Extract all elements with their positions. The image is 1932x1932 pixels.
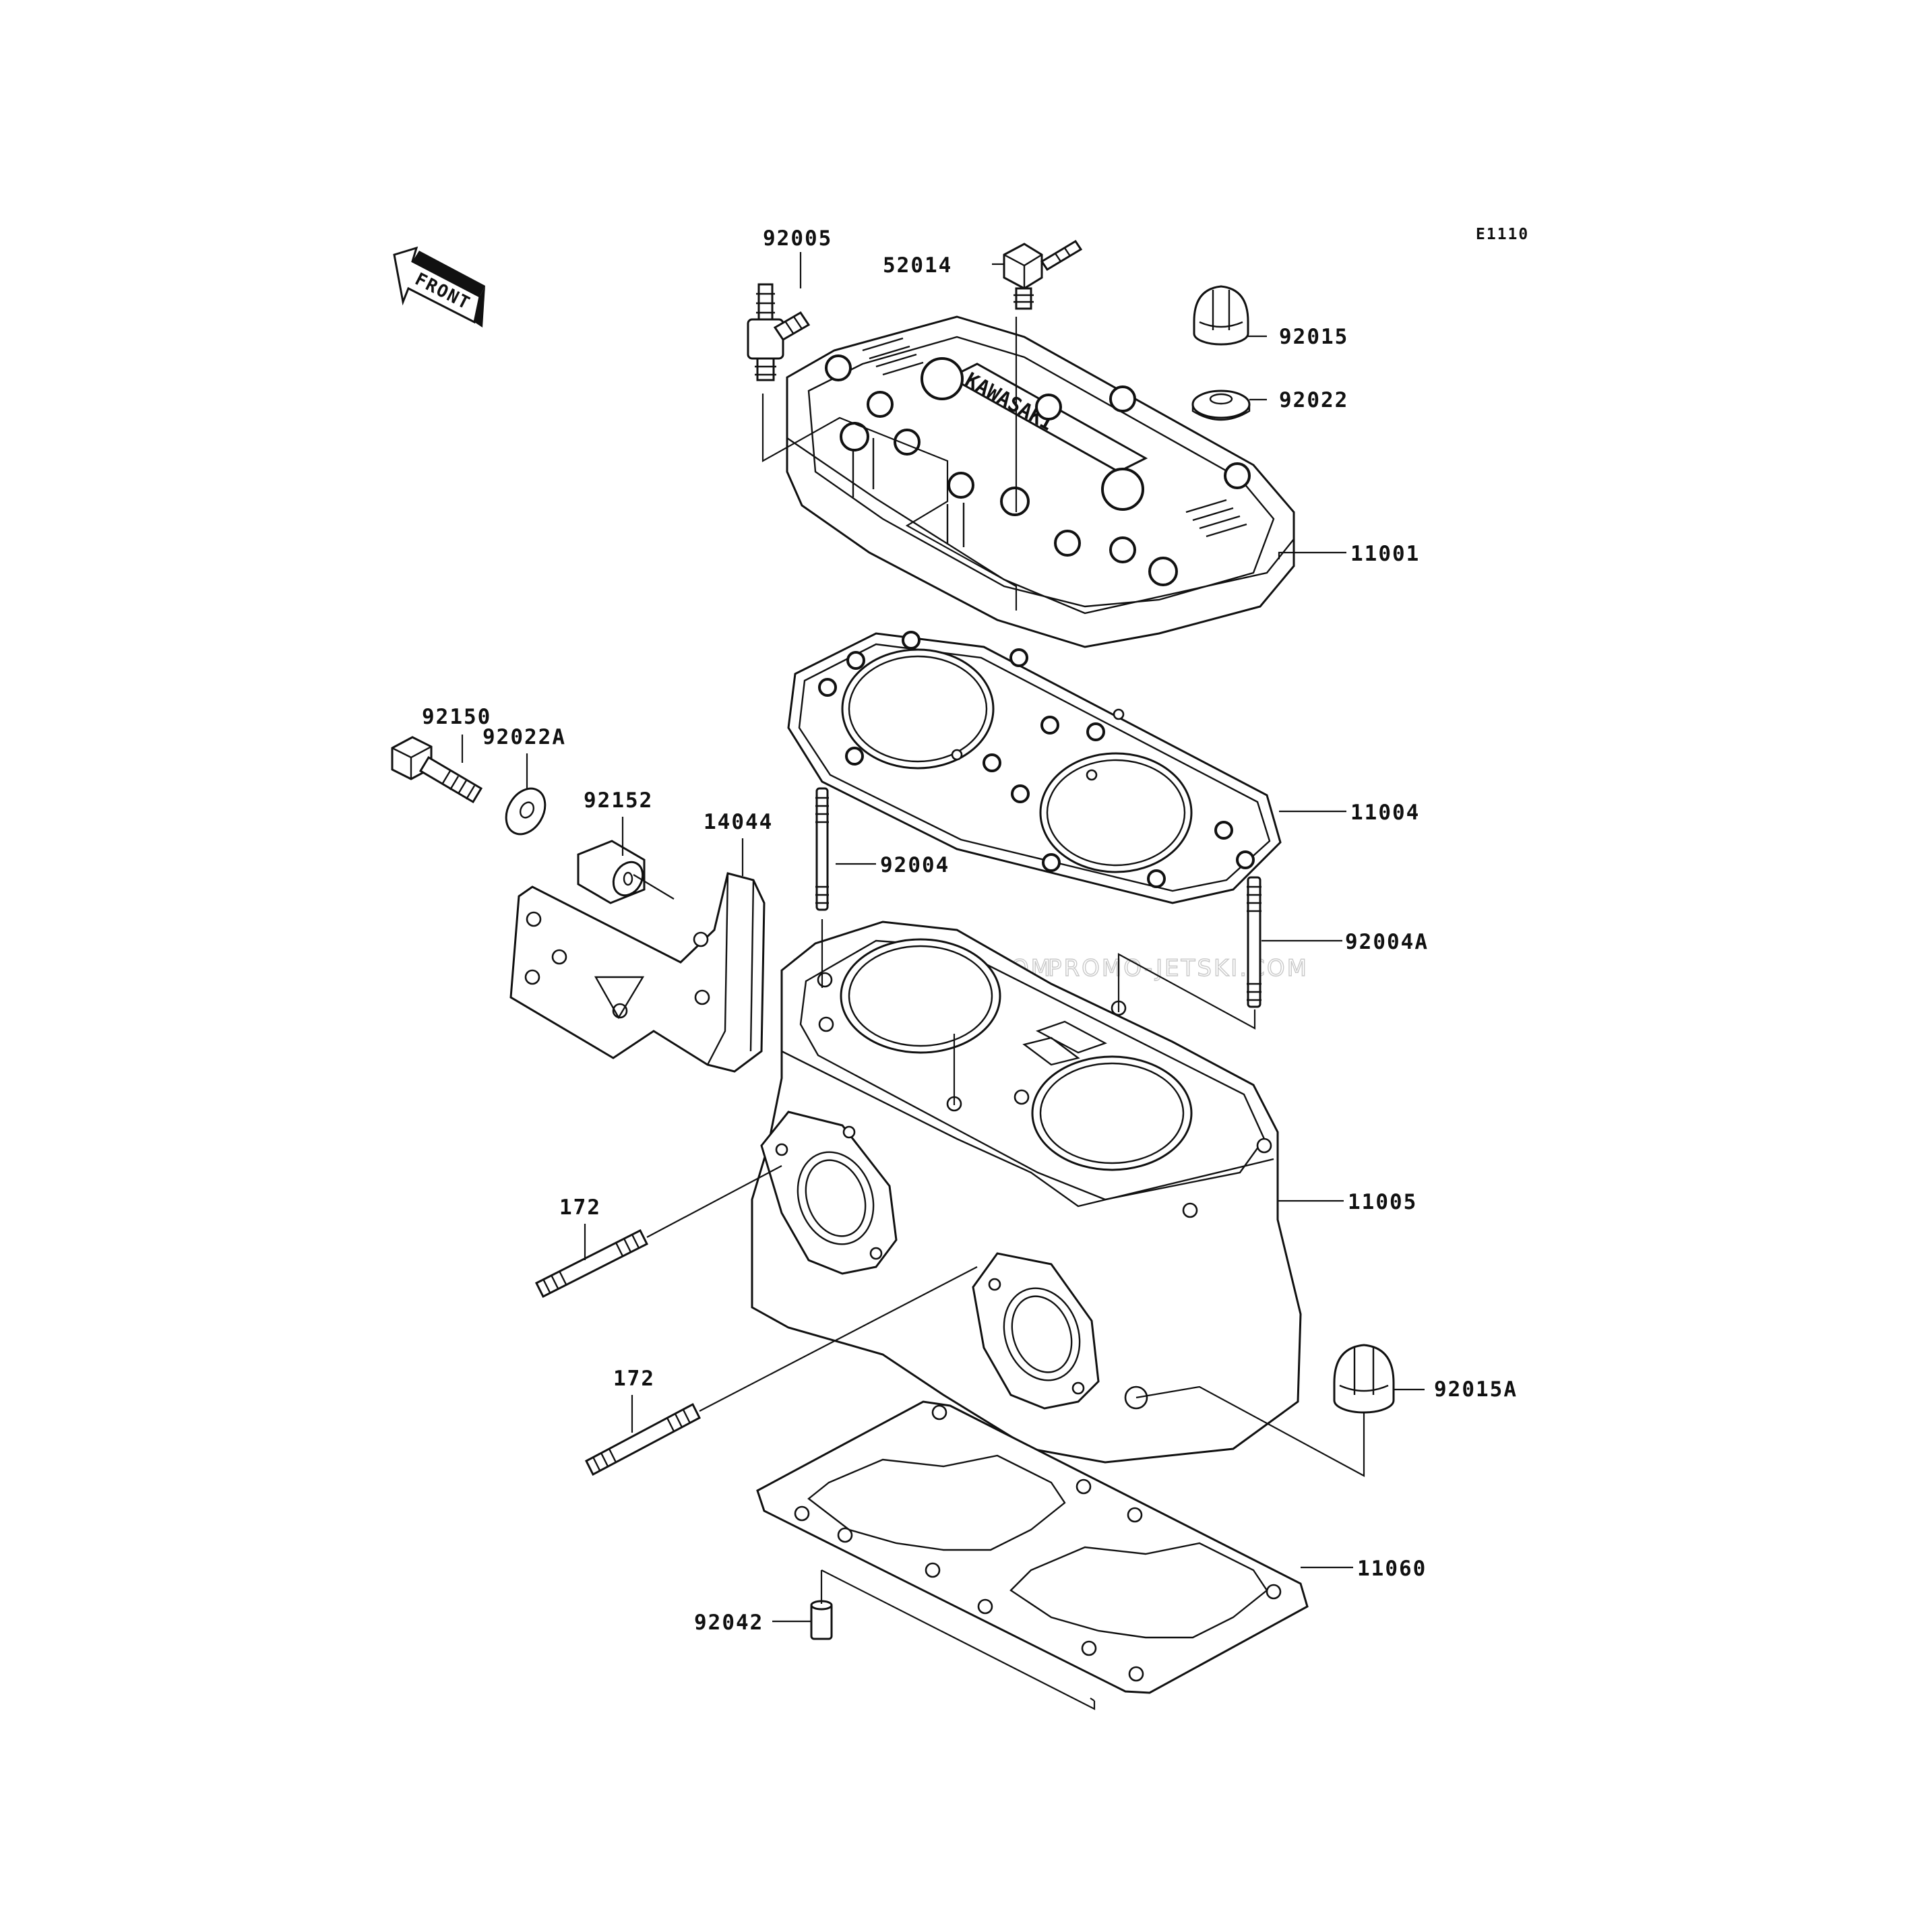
part-label-11001[interactable]: 11001: [1350, 542, 1420, 566]
cylinder-head-11001: KAWASAKI: [786, 315, 1295, 648]
part-labels: 92005 52014 92015 92022 11001 92150 9202…: [422, 226, 1518, 1635]
part-label-11004[interactable]: 11004: [1350, 801, 1420, 825]
stud-92004a: [1247, 876, 1261, 1008]
bolt-92150: [391, 736, 483, 804]
stud-92004: [815, 787, 829, 911]
part-label-92022a[interactable]: 92022A: [482, 725, 566, 749]
cylinder-block-11005: [751, 921, 1302, 1464]
fitting-92005: [747, 283, 811, 381]
part-label-92152[interactable]: 92152: [584, 788, 653, 813]
base-gasket-11060: [756, 1400, 1309, 1694]
head-gasket-11004: [787, 631, 1282, 904]
cap-nut-92015a: [1333, 1344, 1395, 1414]
part-label-11005[interactable]: 11005: [1348, 1190, 1417, 1214]
part-label-92022[interactable]: 92022: [1279, 388, 1348, 412]
washer-92022a: [505, 787, 547, 836]
front-arrow-icon: FRONT: [393, 246, 485, 328]
washer-92022: [1191, 389, 1251, 421]
cap-nut-92015: [1193, 285, 1249, 346]
part-label-92005[interactable]: 92005: [763, 226, 832, 251]
collar-92152: [577, 840, 646, 904]
dowel-pin-92042: [810, 1600, 833, 1640]
watermark-text: PROMO-JETSKI.COM: [1048, 955, 1309, 982]
part-label-92004a[interactable]: 92004A: [1345, 930, 1429, 954]
elbow-fitting-52014: [1003, 239, 1083, 310]
part-label-92015a[interactable]: 92015A: [1434, 1377, 1518, 1402]
part-label-92004[interactable]: 92004: [880, 853, 949, 877]
part-label-11060[interactable]: 11060: [1357, 1557, 1427, 1581]
part-label-14044[interactable]: 14044: [704, 810, 773, 834]
part-label-92150[interactable]: 92150: [422, 705, 491, 729]
stud-172-upper: [534, 1228, 649, 1299]
part-label-52014[interactable]: 52014: [883, 253, 952, 278]
part-label-92015[interactable]: 92015: [1279, 325, 1348, 349]
stud-172-lower: [585, 1402, 701, 1476]
leader-lines: [461, 252, 1425, 1710]
part-label-172-upper[interactable]: 172: [559, 1195, 601, 1220]
diagram-code: E1110: [1476, 226, 1529, 243]
part-label-172-lower[interactable]: 172: [613, 1367, 655, 1391]
bracket-14044: [509, 872, 766, 1073]
part-label-92042[interactable]: 92042: [694, 1611, 764, 1635]
